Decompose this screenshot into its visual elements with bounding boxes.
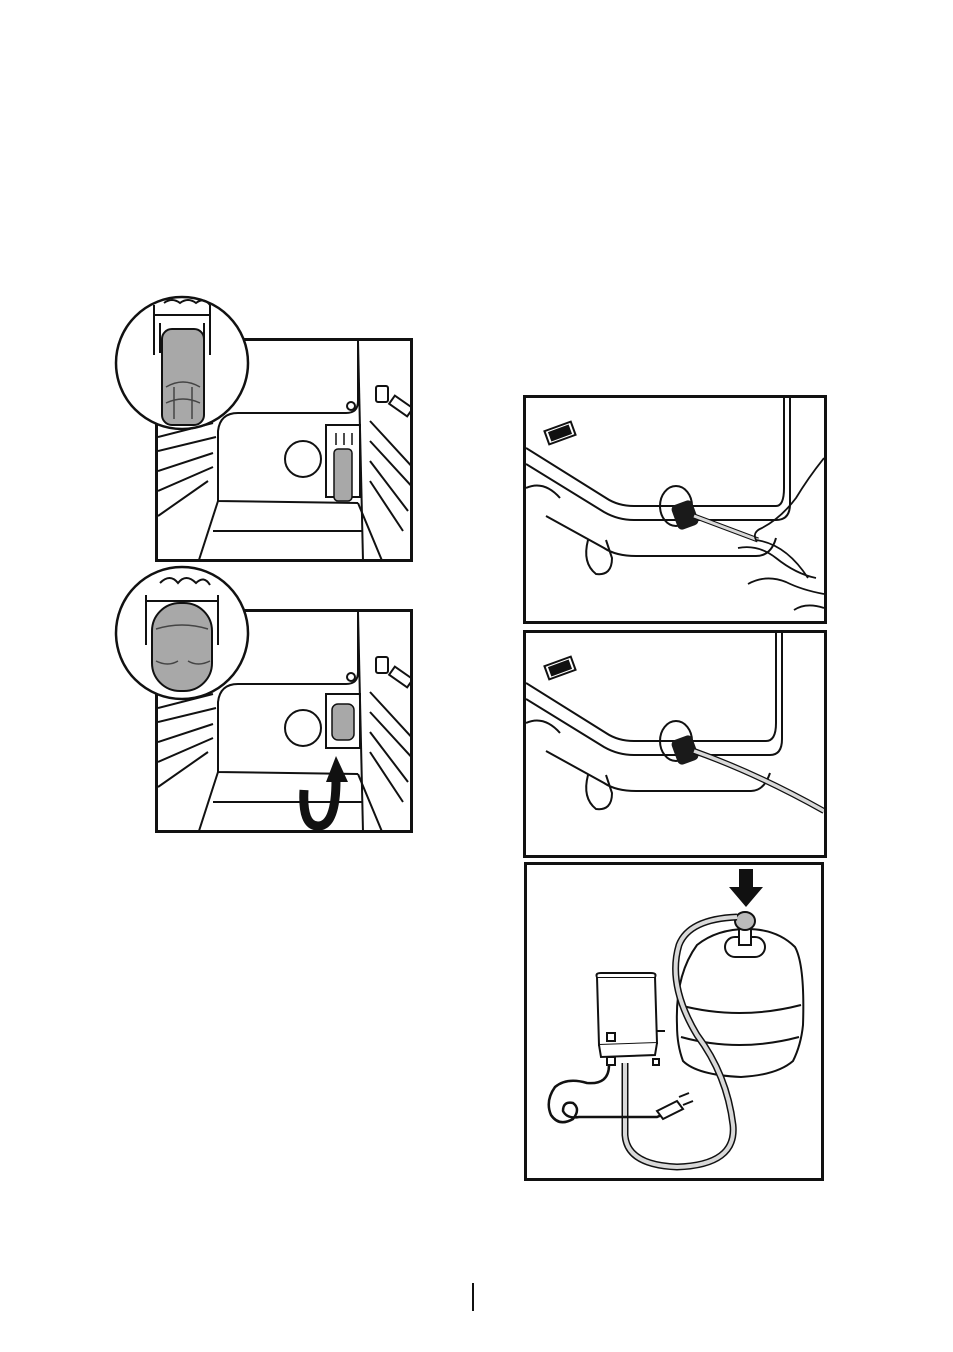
hand-icon [738, 458, 824, 610]
bottle-pump-drawing [527, 865, 821, 1178]
figure-pump-tube-connect [523, 395, 827, 624]
down-arrow-icon [729, 869, 763, 907]
filter-cartridge-icon [112, 295, 252, 435]
figure-filter-rotate [110, 565, 415, 835]
filter-cap-icon [112, 565, 252, 705]
figure-bottle-pump-setup [524, 862, 824, 1181]
rotate-arrow-icon [296, 750, 356, 830]
pump-unit-drawing-1 [526, 398, 824, 621]
pump-unit-drawing-2 [526, 633, 824, 855]
figure-pump-tube-connected [523, 630, 827, 858]
figure-filter-insert [110, 295, 415, 563]
page-number-mark [472, 1283, 474, 1311]
